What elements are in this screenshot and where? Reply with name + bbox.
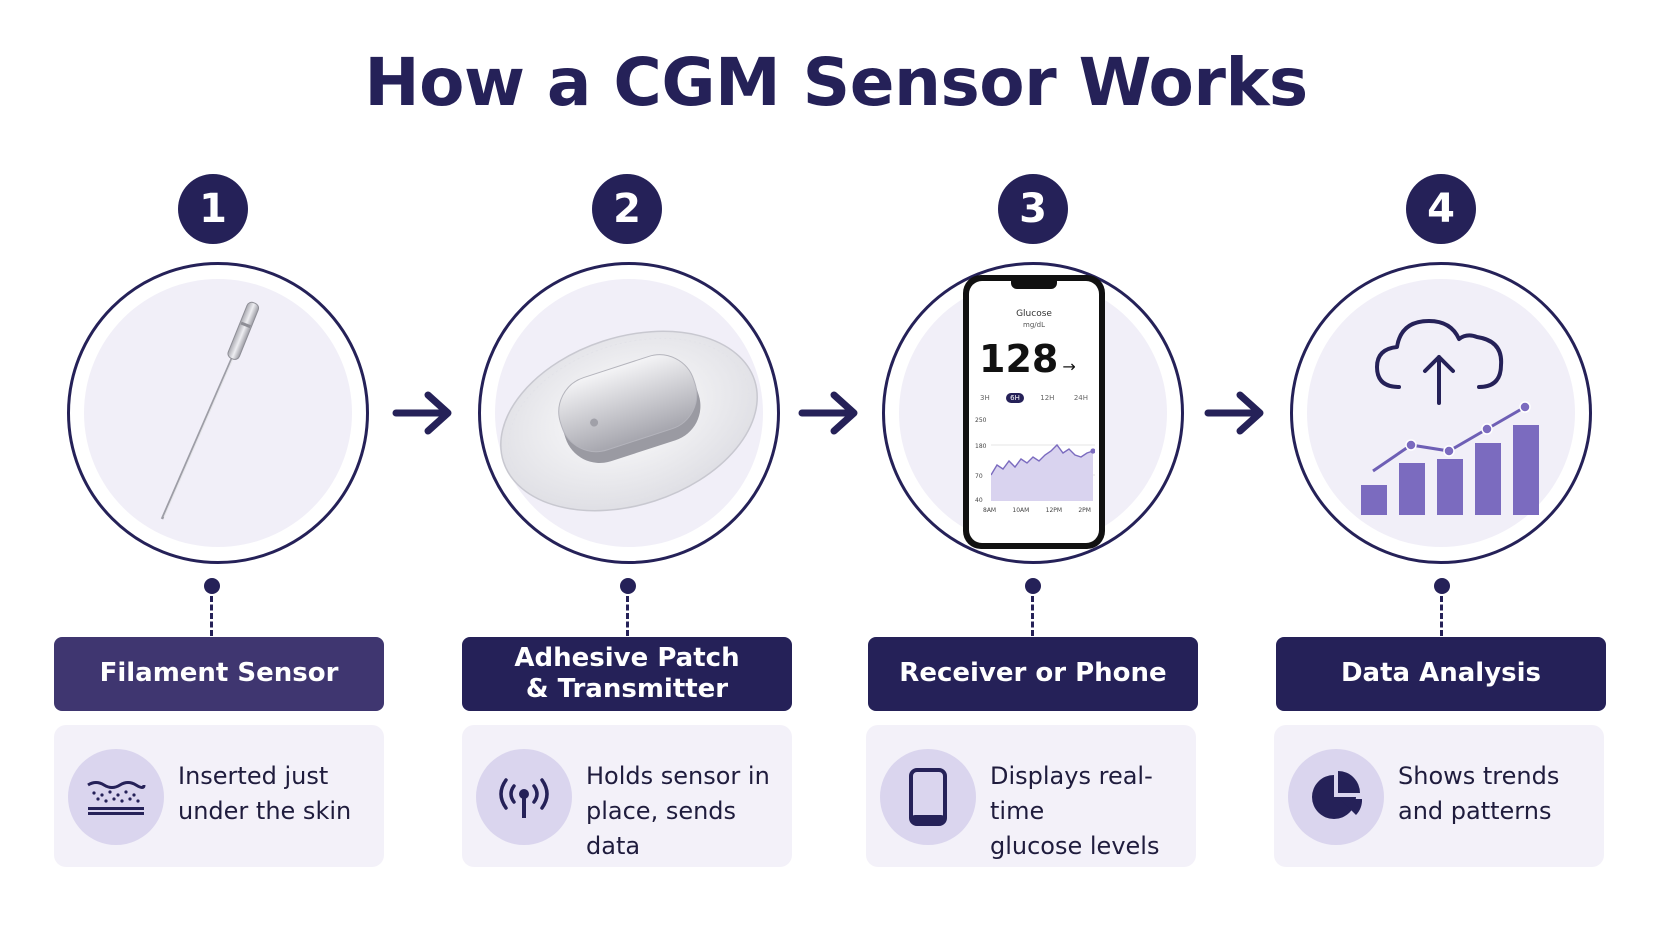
phone-glucose-title: Glucose: [1016, 309, 1052, 319]
y-tick: 70: [975, 473, 983, 480]
smartphone-icon: [880, 749, 976, 845]
phone-glucose-unit: mg/dL: [1023, 321, 1045, 329]
phone-notch: [1011, 281, 1057, 289]
broadcast-icon: [476, 749, 572, 845]
glucose-trend-graph: [991, 443, 1095, 501]
step-label-line: & Transmitter: [525, 674, 729, 704]
step-1: 1 Filament Sensor: [54, 0, 384, 941]
smartphone-mockup: Glucose mg/dL 128 → 3H 6H 12H 24H 250 18…: [963, 275, 1105, 549]
range-tab-24h[interactable]: 24H: [1073, 394, 1088, 402]
step-label-line: Adhesive Patch: [514, 642, 740, 673]
step-label-line: Receiver or Phone: [899, 658, 1167, 689]
step-2: 2: [462, 0, 792, 941]
step-number: 1: [178, 174, 248, 244]
step-label: Adhesive Patch & Transmitter: [462, 637, 792, 711]
x-tick: 8AM: [983, 507, 997, 514]
connector-dot: [1434, 578, 1450, 594]
range-tab-12h[interactable]: 12H: [1040, 394, 1055, 402]
step-description-card: Shows trends and patterns: [1274, 725, 1604, 867]
arrow-right-icon: [798, 388, 862, 438]
filament-sensor-icon: [160, 301, 260, 520]
pie-chart-icon: [1288, 749, 1384, 845]
step-description-line: Holds sensor in: [586, 762, 770, 790]
connector-line: [1440, 596, 1443, 636]
x-ticks: 8AM 10AM 12PM 2PM: [983, 507, 1091, 514]
y-tick: 180: [975, 443, 987, 450]
step-description-card: Inserted just under the skin: [54, 725, 384, 867]
step-description-line: Displays real-time: [990, 762, 1153, 825]
cloud-upload-icon: [1375, 319, 1504, 405]
arrow-right-icon: [392, 388, 456, 438]
page-title: How a CGM Sensor Works: [364, 44, 1308, 121]
x-tick: 12PM: [1045, 507, 1063, 514]
x-tick: 10AM: [1012, 507, 1030, 514]
arrow-right-icon: [1204, 388, 1268, 438]
step-label: Receiver or Phone: [868, 637, 1198, 711]
skin-layers-icon: [68, 749, 164, 845]
step-description-line: under the skin: [178, 796, 352, 825]
connector-line: [626, 596, 629, 636]
step-image-circle: [478, 262, 780, 564]
step-description-line: glucose levels: [990, 831, 1160, 860]
phone-glucose-value: 128: [979, 337, 1059, 381]
connector-dot: [620, 578, 636, 594]
step-4: 4: [1274, 0, 1606, 941]
step-label-line: Data Analysis: [1340, 658, 1542, 689]
connector-line: [1031, 596, 1034, 636]
y-tick: 40: [975, 497, 983, 504]
y-tick: 250: [975, 417, 987, 424]
data-analysis-icon: [1361, 319, 1539, 515]
step-number: 3: [998, 174, 1068, 244]
step-label: Filament Sensor: [54, 637, 384, 711]
step-image-circle: Glucose mg/dL 128 → 3H 6H 12H 24H 250 18…: [882, 262, 1184, 564]
step-number: 4: [1406, 174, 1476, 244]
adhesive-patch-icon: [500, 330, 758, 512]
x-tick: 2PM: [1078, 507, 1091, 514]
step-3: 3 Glucose mg/dL 128 → 3H 6H 12H 24H: [866, 0, 1198, 941]
step-label: Data Analysis: [1276, 637, 1606, 711]
step-label-line: Filament Sensor: [99, 658, 339, 689]
range-tabs: 3H 6H 12H 24H: [977, 393, 1091, 403]
step-description-line: Shows trends: [1398, 762, 1560, 790]
step-description-card: Displays real-time glucose levels: [866, 725, 1196, 867]
connector-dot: [1025, 578, 1041, 594]
step-image-circle: [1290, 262, 1592, 564]
step-number: 2: [592, 174, 662, 244]
range-tab-6h[interactable]: 6H: [1006, 393, 1024, 403]
step-description-line: Inserted just: [178, 762, 329, 790]
step-image-circle: [67, 262, 369, 564]
connector-line: [210, 596, 213, 636]
step-description-line: place, sends data: [586, 796, 737, 860]
step-description-line: and patterns: [1398, 796, 1552, 825]
step-description-card: Holds sensor in place, sends data: [462, 725, 792, 867]
connector-dot: [204, 578, 220, 594]
trend-arrow-icon: →: [1062, 357, 1076, 376]
range-tab-3h[interactable]: 3H: [980, 394, 990, 402]
